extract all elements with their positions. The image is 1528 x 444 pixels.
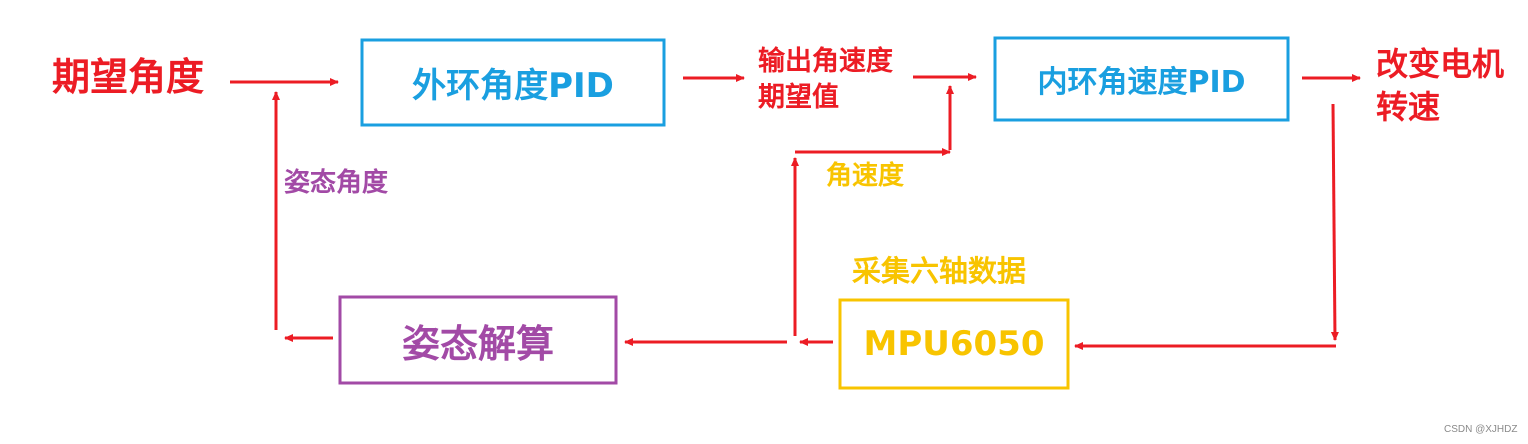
mpu6050-box <box>838 298 1070 390</box>
outer-pid-label: 外环角度PID <box>412 66 614 106</box>
attitude-solve-box <box>338 295 618 385</box>
attitude-solve-label: 姿态解算 <box>401 321 554 366</box>
inner-pid-label: 内环角速度PID <box>1037 65 1246 100</box>
output-rate-label-line2: 期望值 <box>758 82 839 113</box>
attitude-angle-label: 姿态角度 <box>284 168 389 198</box>
motor-speed-label-line2: 转速 <box>1376 88 1441 126</box>
motor-speed-label-line1: 改变电机 <box>1376 45 1505 83</box>
outer-pid-box <box>360 38 666 127</box>
watermark: CSDN @XJHDZ <box>1444 424 1518 435</box>
desired-angle-label: 期望角度 <box>52 55 205 99</box>
output-rate-label-line1: 输出角速度 <box>758 46 893 77</box>
angular-rate-label: 角速度 <box>826 161 905 191</box>
mpu6050-label: MPU6050 <box>863 324 1045 364</box>
collect-six-axis-label: 采集六轴数据 <box>852 254 1027 288</box>
arrow-motor-down <box>1330 103 1339 341</box>
inner-pid-box <box>993 36 1290 122</box>
